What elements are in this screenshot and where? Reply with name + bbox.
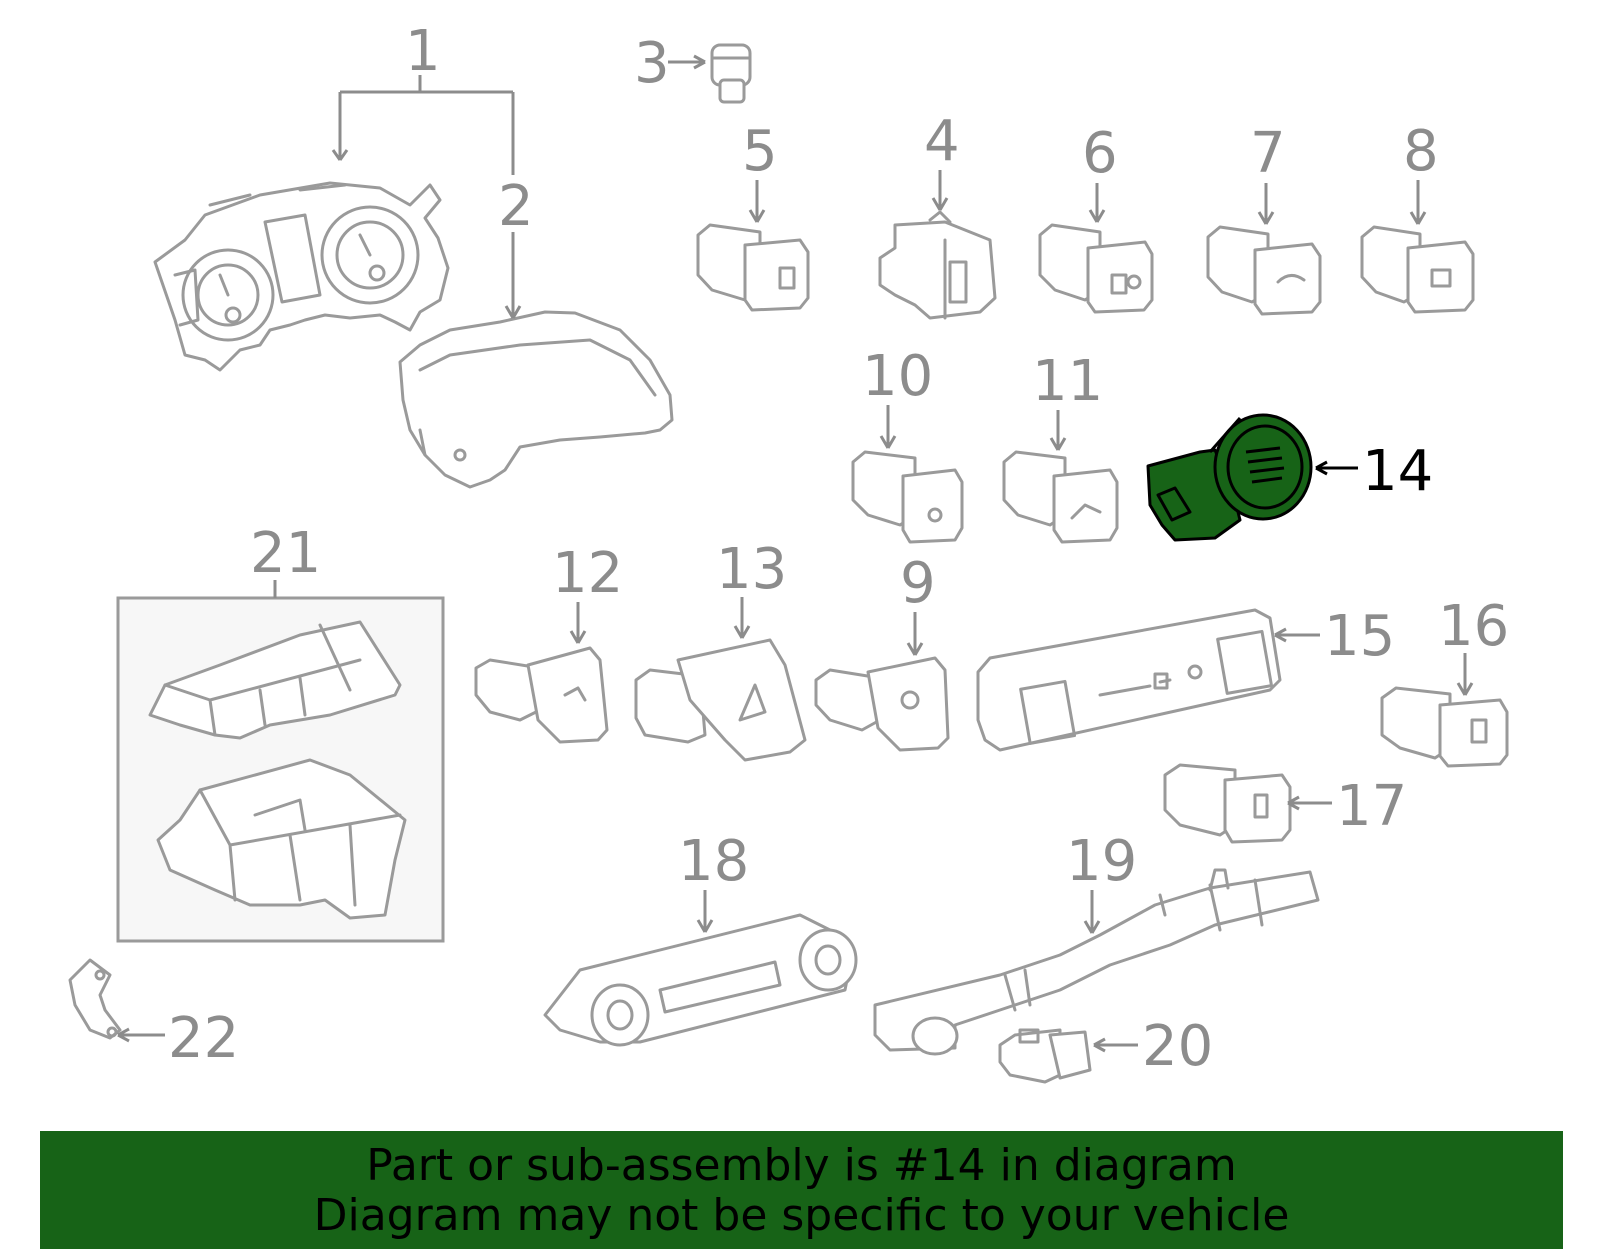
part-9-switch[interactable] [814, 656, 950, 752]
part-11-switch[interactable] [1002, 450, 1119, 544]
part-19-lever[interactable] [873, 868, 1320, 1056]
part-18-control-assembly[interactable] [543, 913, 858, 1047]
callout-13: 13 [716, 537, 787, 602]
banner-line-1: Part or sub-assembly is #14 in diagram [366, 1140, 1237, 1191]
callout-17: 17 [1336, 774, 1407, 839]
part-3-bulb[interactable] [710, 43, 752, 104]
callout-14: 14 [1362, 439, 1433, 504]
callout-9: 9 [900, 551, 936, 616]
part-17-switch[interactable] [1163, 763, 1292, 844]
part-12-switch[interactable] [474, 646, 609, 744]
part-15-switch-panel[interactable] [976, 608, 1282, 752]
callout-21: 21 [250, 521, 321, 586]
part-20-connector[interactable] [998, 1028, 1092, 1084]
callout-16: 16 [1438, 594, 1509, 659]
callout-18: 18 [678, 829, 749, 894]
disclaimer-banner: Part or sub-assembly is #14 in diagram D… [40, 1131, 1563, 1249]
callout-11: 11 [1032, 349, 1103, 414]
callout-22: 22 [168, 1006, 239, 1071]
callout-15: 15 [1324, 604, 1395, 669]
part-4-switch[interactable] [878, 210, 997, 320]
callout-10: 10 [862, 344, 933, 409]
leader-lines [117, 54, 1474, 1053]
callout-8: 8 [1403, 119, 1439, 184]
callout-4: 4 [924, 109, 960, 174]
banner-line-2: Diagram may not be specific to your vehi… [313, 1190, 1290, 1241]
callout-19: 19 [1066, 829, 1137, 894]
part-5-switch[interactable] [696, 223, 810, 312]
part-2-cluster-cover[interactable] [398, 310, 674, 489]
part-8-switch[interactable] [1360, 225, 1475, 314]
part-22-bracket[interactable] [68, 958, 122, 1040]
part-14-engine-start-switch[interactable] [1146, 413, 1313, 542]
part-7-switch[interactable] [1206, 225, 1322, 316]
part-13-hazard-switch[interactable] [634, 638, 807, 762]
callout-12: 12 [552, 541, 623, 606]
part-10-switch[interactable] [851, 450, 964, 544]
callout-5: 5 [742, 119, 778, 184]
part-16-switch[interactable] [1380, 686, 1509, 768]
callout-2: 2 [498, 174, 534, 239]
callout-1: 1 [405, 19, 441, 84]
callout-6: 6 [1082, 121, 1118, 186]
part-21-assembly-box[interactable] [116, 596, 445, 943]
callout-labels: 1 2 3 4 5 6 7 8 9 10 11 12 13 14 15 16 1… [168, 19, 1509, 1079]
callout-20: 20 [1142, 1014, 1213, 1079]
part-6-switch[interactable] [1038, 223, 1154, 314]
callout-3: 3 [634, 31, 670, 96]
callout-7: 7 [1250, 121, 1286, 186]
part-1-instrument-cluster[interactable] [153, 181, 450, 372]
